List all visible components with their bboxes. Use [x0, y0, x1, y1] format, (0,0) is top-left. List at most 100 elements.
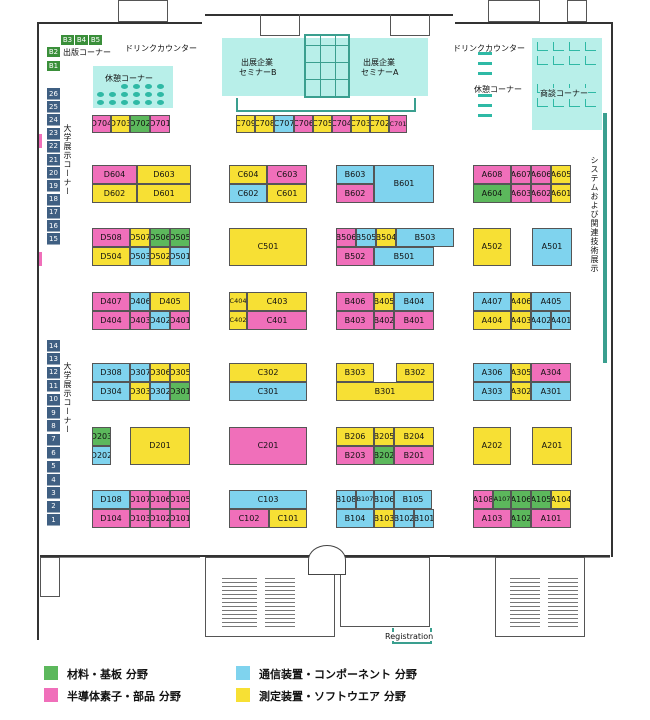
booth-a607[interactable]: A607 — [511, 165, 531, 184]
booth-b401[interactable]: B401 — [394, 311, 434, 330]
booth-d603[interactable]: D603 — [137, 165, 191, 184]
booth-c102[interactable]: C102 — [229, 509, 269, 528]
booth-a602[interactable]: A602 — [531, 184, 551, 203]
booth-c703[interactable]: C703 — [351, 115, 370, 133]
booth-a201[interactable]: A201 — [532, 427, 572, 465]
booth-a401[interactable]: A401 — [551, 311, 571, 330]
booth-a403[interactable]: A403 — [511, 311, 531, 330]
booth-b102[interactable]: B102 — [394, 509, 414, 528]
booth-d302[interactable]: D302 — [150, 382, 170, 401]
publishing-stand-b5[interactable]: B5 — [89, 35, 102, 45]
university-stand-26[interactable]: 26 — [47, 88, 60, 100]
booth-b402[interactable]: B402 — [374, 311, 394, 330]
booth-c201[interactable]: C201 — [229, 427, 307, 465]
booth-a603[interactable]: A603 — [511, 184, 531, 203]
booth-a501[interactable]: A501 — [532, 228, 572, 266]
booth-b206[interactable]: B206 — [336, 427, 374, 446]
booth-d104[interactable]: D104 — [92, 509, 130, 528]
booth-a302[interactable]: A302 — [511, 382, 531, 401]
booth-a601[interactable]: A601 — [551, 184, 571, 203]
university-stand-3[interactable]: 3 — [47, 487, 60, 500]
booth-d107[interactable]: D107 — [130, 490, 150, 509]
booth-b502[interactable]: B502 — [336, 247, 374, 266]
university-stand-6[interactable]: 6 — [47, 447, 60, 460]
booth-d308[interactable]: D308 — [92, 363, 130, 382]
booth-d203[interactable]: D203 — [92, 427, 111, 446]
booth-b506[interactable]: B506 — [336, 228, 356, 247]
booth-b103[interactable]: B103 — [374, 509, 394, 528]
booth-b406[interactable]: B406 — [336, 292, 374, 311]
booth-a304[interactable]: A304 — [531, 363, 571, 382]
booth-b205[interactable]: B205 — [374, 427, 394, 446]
booth-c709[interactable]: C709 — [236, 115, 255, 133]
booth-d501[interactable]: D501 — [170, 247, 190, 266]
booth-d602[interactable]: D602 — [92, 184, 137, 203]
booth-c706[interactable]: C706 — [294, 115, 313, 133]
booth-a104[interactable]: A104 — [551, 490, 571, 509]
booth-d701[interactable]: D701 — [150, 115, 170, 133]
university-stand-15[interactable]: 15 — [47, 233, 60, 246]
booth-a404[interactable]: A404 — [473, 311, 511, 330]
university-stand-23[interactable]: 23 — [47, 127, 60, 140]
booth-d307[interactable]: D307 — [130, 363, 150, 382]
booth-a608[interactable]: A608 — [473, 165, 511, 184]
booth-d504[interactable]: D504 — [92, 247, 130, 266]
booth-c602[interactable]: C602 — [229, 184, 267, 203]
university-stand-21[interactable]: 21 — [47, 154, 60, 166]
booth-b603[interactable]: B603 — [336, 165, 374, 184]
booth-b504[interactable]: B504 — [376, 228, 396, 247]
university-stand-18[interactable]: 18 — [47, 193, 60, 206]
booth-c701[interactable]: C701 — [389, 115, 407, 133]
booth-d601[interactable]: D601 — [137, 184, 191, 203]
booth-a406[interactable]: A406 — [511, 292, 531, 311]
booth-d403[interactable]: D403 — [130, 311, 150, 330]
booth-a306[interactable]: A306 — [473, 363, 511, 382]
booth-b404[interactable]: B404 — [394, 292, 434, 311]
booth-c101[interactable]: C101 — [269, 509, 307, 528]
booth-d505[interactable]: D505 — [170, 228, 190, 247]
booth-b105[interactable]: B105 — [394, 490, 432, 509]
booth-b501[interactable]: B501 — [374, 247, 434, 266]
booth-b106[interactable]: B106 — [374, 490, 394, 509]
booth-a301[interactable]: A301 — [531, 382, 571, 401]
booth-b204[interactable]: B204 — [394, 427, 434, 446]
booth-b403[interactable]: B403 — [336, 311, 374, 330]
booth-b602[interactable]: B602 — [336, 184, 374, 203]
university-stand-13[interactable]: 13 — [47, 353, 60, 366]
booth-d507[interactable]: D507 — [130, 228, 150, 247]
booth-d503[interactable]: D503 — [130, 247, 150, 266]
booth-b405[interactable]: B405 — [374, 292, 394, 311]
booth-d103[interactable]: D103 — [130, 509, 150, 528]
university-stand-22[interactable]: 22 — [47, 140, 60, 153]
booth-a606[interactable]: A606 — [531, 165, 551, 184]
booth-a303[interactable]: A303 — [473, 382, 511, 401]
university-stand-9[interactable]: 9 — [47, 407, 60, 419]
booth-d702[interactable]: D702 — [130, 115, 150, 133]
booth-c702[interactable]: C702 — [370, 115, 389, 133]
booth-b202[interactable]: B202 — [374, 446, 394, 465]
booth-c301[interactable]: C301 — [229, 382, 307, 401]
booth-c402[interactable]: C402 — [229, 311, 247, 330]
publishing-stand-b3[interactable]: B3 — [61, 35, 74, 45]
booth-c302[interactable]: C302 — [229, 363, 307, 382]
university-stand-12[interactable]: 12 — [47, 366, 60, 379]
university-stand-24[interactable]: 24 — [47, 114, 60, 127]
booth-a103[interactable]: A103 — [473, 509, 511, 528]
university-stand-16[interactable]: 16 — [47, 220, 60, 232]
publishing-stand-b2[interactable]: B2 — [47, 47, 60, 57]
booth-d306[interactable]: D306 — [150, 363, 170, 382]
booth-c501[interactable]: C501 — [229, 228, 307, 266]
booth-c403[interactable]: C403 — [247, 292, 307, 311]
university-stand-1[interactable]: 1 — [47, 514, 60, 527]
booth-c103[interactable]: C103 — [229, 490, 307, 509]
booth-d102[interactable]: D102 — [150, 509, 170, 528]
booth-d303[interactable]: D303 — [130, 382, 150, 401]
booth-d201[interactable]: D201 — [130, 427, 190, 465]
booth-a305[interactable]: A305 — [511, 363, 531, 382]
booth-d406[interactable]: D406 — [130, 292, 150, 311]
booth-b601[interactable]: B601 — [374, 165, 434, 203]
booth-c604[interactable]: C604 — [229, 165, 267, 184]
booth-d506[interactable]: D506 — [150, 228, 170, 247]
booth-c707[interactable]: C707 — [274, 115, 294, 133]
booth-b108[interactable]: B108 — [336, 490, 356, 509]
